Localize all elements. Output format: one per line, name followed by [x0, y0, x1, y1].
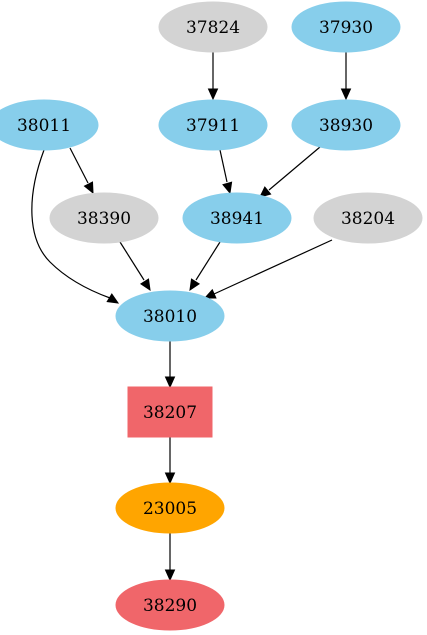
- arrowhead-icon: [189, 278, 201, 292]
- node-label: 38207: [143, 403, 197, 423]
- node-38207: 38207: [127, 386, 213, 438]
- arrowhead-icon: [340, 88, 352, 101]
- node-label: 38930: [319, 116, 373, 136]
- edge-line: [219, 149, 228, 183]
- edge-38207-23005: [164, 437, 176, 485]
- node-ellipse: [291, 99, 401, 151]
- node-ellipse: [0, 99, 99, 151]
- node-ellipse: [49, 192, 159, 244]
- edge-37911-38941: [219, 149, 233, 195]
- node-ellipse: [115, 482, 225, 534]
- node-38204: 38204: [313, 192, 423, 244]
- node-37930: 37930: [291, 1, 401, 53]
- node-label: 38204: [341, 209, 395, 229]
- node-38290: 38290: [115, 579, 225, 631]
- edge-line: [268, 146, 321, 191]
- node-38390: 38390: [49, 192, 159, 244]
- node-label: 38290: [143, 596, 197, 616]
- edge-23005-38290: [164, 533, 176, 582]
- arrowhead-icon: [106, 293, 120, 304]
- node-38010: 38010: [115, 290, 225, 342]
- node-ellipse: [158, 1, 268, 53]
- arrowhead-icon: [222, 181, 233, 195]
- node-23005: 23005: [115, 482, 225, 534]
- arrowhead-icon: [259, 186, 272, 198]
- node-label: 37911: [186, 116, 240, 136]
- node-ellipse: [291, 1, 401, 53]
- edge-38390-38010: [119, 241, 151, 292]
- edge-38941-38010: [189, 241, 221, 292]
- edge-38011-38010: [31, 149, 120, 304]
- edge-38010-38207: [164, 341, 176, 389]
- node-ellipse: [182, 192, 292, 244]
- node-ellipse: [158, 99, 268, 151]
- edge-38204-38010: [203, 239, 333, 299]
- node-label: 37930: [319, 18, 373, 38]
- arrowhead-icon: [139, 278, 151, 292]
- edge-line: [195, 241, 221, 281]
- node-38930: 38930: [291, 99, 401, 151]
- edge-37930-38930: [340, 52, 352, 101]
- edge-line: [119, 241, 145, 281]
- arrowhead-icon: [164, 472, 176, 485]
- edges-layer: [31, 52, 352, 582]
- edge-37824-37911: [207, 52, 219, 101]
- node-38011: 38011: [0, 99, 99, 151]
- node-label: 23005: [143, 499, 197, 519]
- edge-38011-38390: [69, 147, 94, 195]
- edge-line: [213, 239, 333, 295]
- node-ellipse: [115, 290, 225, 342]
- node-label: 38390: [77, 209, 131, 229]
- arrowhead-icon: [207, 88, 219, 101]
- node-37911: 37911: [158, 99, 268, 151]
- node-38941: 38941: [182, 192, 292, 244]
- node-label: 38941: [210, 209, 264, 229]
- edge-line: [69, 147, 89, 184]
- arrowhead-icon: [83, 181, 94, 195]
- node-label: 38011: [17, 116, 71, 136]
- node-ellipse: [115, 579, 225, 631]
- node-box: [127, 386, 213, 438]
- node-label: 37824: [186, 18, 240, 38]
- node-37824: 37824: [158, 1, 268, 53]
- arrowhead-icon: [164, 376, 176, 389]
- arrowhead-icon: [164, 569, 176, 582]
- arrowhead-icon: [203, 288, 217, 299]
- node-label: 38010: [143, 307, 197, 327]
- edge-38930-38941: [259, 146, 321, 198]
- node-ellipse: [313, 192, 423, 244]
- edge-line: [31, 149, 111, 299]
